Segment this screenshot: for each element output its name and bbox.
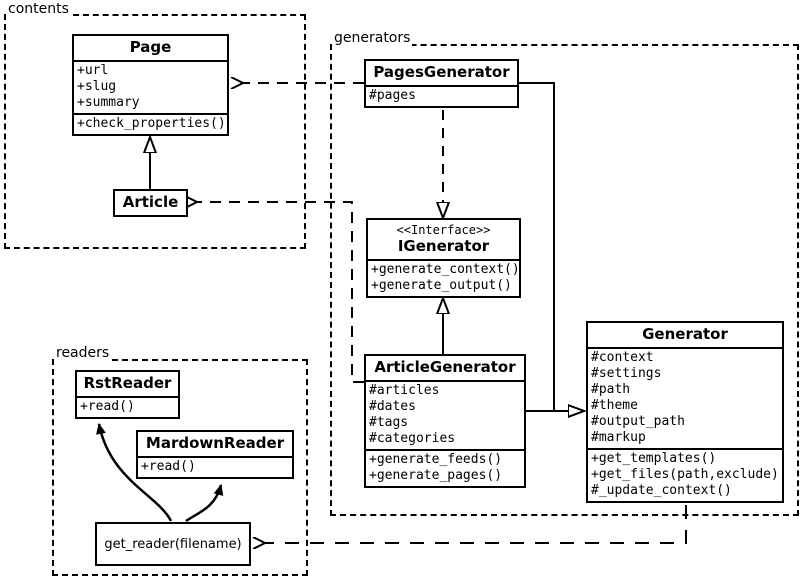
attribute: #output_path (591, 414, 685, 429)
attribute: #theme (591, 398, 638, 413)
class-igenerator-title: <<Interface>> IGenerator (368, 220, 519, 259)
attribute: #dates (369, 399, 416, 414)
class-rst-reader-title: RstReader (83, 374, 172, 392)
attribute: #pages (369, 88, 416, 103)
class-pages-generator[interactable]: PagesGenerator #pages (364, 59, 519, 108)
class-article-generator-methods: +generate_feeds() +generate_pages() (366, 449, 524, 486)
attribute: +summary (77, 95, 140, 110)
package-contents (4, 14, 306, 249)
package-readers (52, 359, 308, 576)
class-mardown-reader-methods: +read() (138, 456, 292, 477)
class-page[interactable]: Page +url +slug +summary +check_properti… (72, 34, 229, 136)
method: +get_files(path,exclude) (591, 467, 779, 482)
attribute: #context (591, 350, 654, 365)
class-generator-title: Generator (642, 325, 728, 343)
class-mardown-reader[interactable]: MardownReader +read() (136, 430, 294, 479)
package-generators-label: generators (332, 30, 413, 46)
method: +check_properties() (77, 116, 226, 131)
class-rst-reader[interactable]: RstReader +read() (75, 370, 180, 419)
method: +read() (80, 399, 135, 414)
class-article[interactable]: Article (113, 189, 188, 217)
function-get-reader-label: get_reader(filename) (104, 536, 242, 552)
class-igenerator-name: IGenerator (397, 237, 490, 255)
class-page-title: Page (129, 38, 172, 56)
class-igenerator-methods: +generate_context() +generate_output() (368, 259, 520, 296)
attribute: #path (591, 382, 631, 397)
package-readers-label: readers (54, 345, 112, 361)
attribute: +slug (77, 79, 117, 94)
attribute: #markup (591, 430, 646, 445)
class-generator-methods: +get_templates() +get_files(path,exclude… (588, 448, 782, 501)
class-mardown-reader-title: MardownReader (145, 434, 285, 452)
method: +get_templates() (591, 451, 717, 466)
class-pages-generator-title: PagesGenerator (373, 63, 510, 81)
function-get-reader[interactable]: get_reader(filename) (95, 522, 251, 566)
method: +read() (141, 459, 196, 474)
attribute: +url (77, 63, 109, 78)
class-article-generator[interactable]: ArticleGenerator #articles #dates #tags … (364, 354, 526, 488)
method: +generate_output() (371, 278, 512, 293)
class-article-title: Article (122, 193, 179, 211)
attribute: #tags (369, 415, 409, 430)
class-article-generator-attributes: #articles #dates #tags #categories (366, 380, 524, 449)
method: +generate_context() (371, 262, 520, 277)
attribute: #settings (591, 366, 662, 381)
class-igenerator-stereotype: <<Interface>> (396, 223, 491, 237)
class-rst-reader-methods: +read() (77, 396, 178, 417)
class-pages-generator-attributes: #pages (366, 85, 517, 106)
class-igenerator[interactable]: <<Interface>> IGenerator +generate_conte… (366, 218, 521, 298)
method: +generate_feeds() (369, 452, 503, 467)
method: #_update_context() (591, 483, 732, 498)
class-article-generator-title: ArticleGenerator (374, 358, 516, 376)
class-generator[interactable]: Generator #context #settings #path #them… (586, 321, 784, 503)
method: +generate_pages() (369, 468, 503, 483)
package-generators (330, 44, 799, 516)
class-page-attributes: +url +slug +summary (74, 60, 227, 113)
package-contents-label: contents (6, 1, 71, 17)
attribute: #categories (369, 431, 456, 446)
class-page-methods: +check_properties() (74, 113, 227, 134)
class-generator-attributes: #context #settings #path #theme #output_… (588, 347, 782, 448)
attribute: #articles (369, 383, 440, 398)
